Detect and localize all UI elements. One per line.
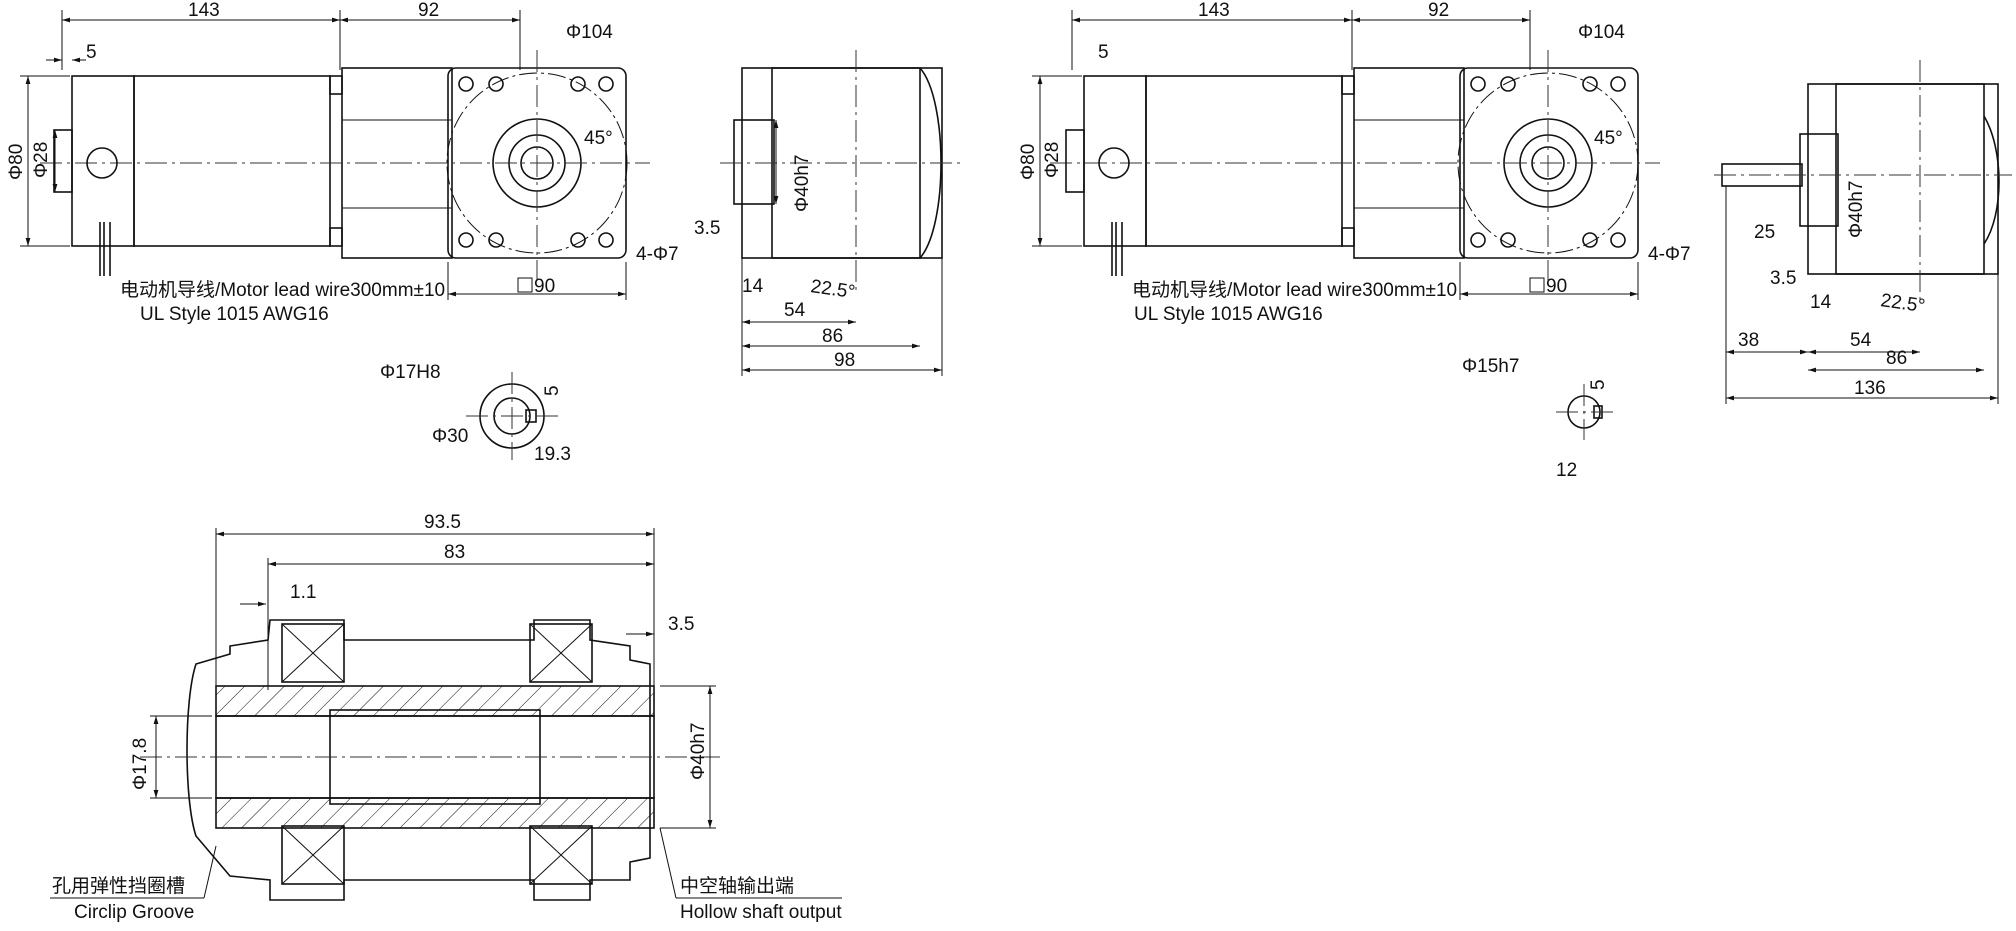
dim-19p3-bore: 19.3 (534, 444, 571, 465)
dim-phi28-b: Φ28 (1042, 142, 1063, 178)
dim-14-a: 14 (742, 276, 764, 297)
dim-38-b: 38 (1738, 330, 1759, 351)
dim-14-b: 14 (1810, 292, 1832, 313)
hollow-shaft-section: 93.5 83 1.1 3.5 Φ17.8 Φ40h7 (50, 512, 842, 923)
dim-phi17-bore: Φ17H8 (380, 362, 441, 383)
view-b-side: Φ40h7 25 3.5 14 38 54 86 136 22.5° (1714, 60, 2012, 404)
dim-54-a: 54 (784, 300, 806, 321)
dim-22p5-b: 22.5° (1879, 290, 1926, 317)
dim-sq90-b: 90 (1546, 276, 1567, 297)
dim-5-a: 5 (86, 42, 97, 63)
dim-54-b: 54 (1850, 330, 1872, 351)
hollow-shaft-cn-label: 中空轴输出端 (680, 875, 794, 897)
dim-45-a: 45° (584, 128, 613, 149)
hollow-shaft-en-label: Hollow shaft output (680, 902, 842, 923)
dim-3p5-a: 3.5 (694, 218, 720, 239)
dim-5-b: 5 (1098, 42, 1109, 63)
dim-98-a: 98 (834, 350, 855, 371)
dim-45-b: 45° (1594, 128, 1623, 149)
dim-92-a: 92 (418, 0, 439, 21)
dim-phi17p8: Φ17.8 (130, 738, 151, 790)
dim-phi30-bore: Φ30 (432, 426, 468, 447)
view-b-motor: 143 92 5 Φ80 Φ28 电动机导线/Motor lead wire30… (1018, 0, 1691, 325)
dim-25-b: 25 (1754, 222, 1775, 243)
dim-86-b: 86 (1886, 348, 1907, 369)
circlip-groove-cn-label: 孔用弹性挡圈槽 (52, 875, 185, 897)
dim-phi15-shaft: Φ15h7 (1462, 356, 1519, 377)
dim-86-a: 86 (822, 326, 843, 347)
ul-style-label-b: UL Style 1015 AWG16 (1134, 304, 1323, 325)
dim-92-b: 92 (1428, 0, 1449, 21)
dim-phi80-a: Φ80 (6, 144, 27, 180)
dim-phi80-b: Φ80 (1018, 144, 1039, 180)
dim-93p5: 93.5 (424, 512, 461, 533)
dim-phi104-b: Φ104 (1578, 22, 1625, 43)
shaft-detail-b: Φ15h7 5 12 (1462, 356, 1616, 481)
dim-5-bore: 5 (542, 385, 563, 396)
dim-12-shaft: 12 (1556, 460, 1577, 481)
view-a-motor: 143 92 5 Φ80 Φ28 电动机导线/M (6, 0, 679, 325)
dim-phi40-a: Φ40h7 (792, 155, 813, 212)
dim-3p5-sec: 3.5 (668, 614, 694, 635)
motor-lead-label-a: 电动机导线/Motor lead wire300mm±10 (120, 279, 445, 301)
dim-5-shaft: 5 (1588, 379, 1609, 390)
dim-22p5-a: 22.5° (809, 276, 856, 303)
dim-phi104-a: Φ104 (566, 22, 613, 43)
circlip-groove-en-label: Circlip Groove (74, 902, 194, 923)
dim-4phi7-a: 4-Φ7 (636, 244, 679, 265)
motor-lead-label-b: 电动机导线/Motor lead wire300mm±10 (1132, 279, 1457, 301)
view-a-side: Φ40h7 3.5 14 54 86 98 22.5° (694, 50, 960, 376)
dim-phi28-a: Φ28 (31, 142, 52, 178)
dim-phi40-b: Φ40h7 (1846, 181, 1867, 238)
dim-3p5-b: 3.5 (1770, 268, 1796, 289)
dim-136-b: 136 (1854, 378, 1886, 399)
ul-style-label-a: UL Style 1015 AWG16 (140, 304, 329, 325)
dim-1p1: 1.1 (290, 582, 316, 603)
dim-sq90-a: 90 (534, 276, 555, 297)
dim-phi40-sec: Φ40h7 (688, 723, 709, 780)
dim-4phi7-b: 4-Φ7 (1648, 244, 1691, 265)
dim-143-a: 143 (188, 0, 220, 21)
dim-83: 83 (444, 542, 465, 563)
bore-detail-a: Φ17H8 Φ30 19.3 5 (380, 362, 571, 465)
dim-143-b: 143 (1198, 0, 1230, 21)
